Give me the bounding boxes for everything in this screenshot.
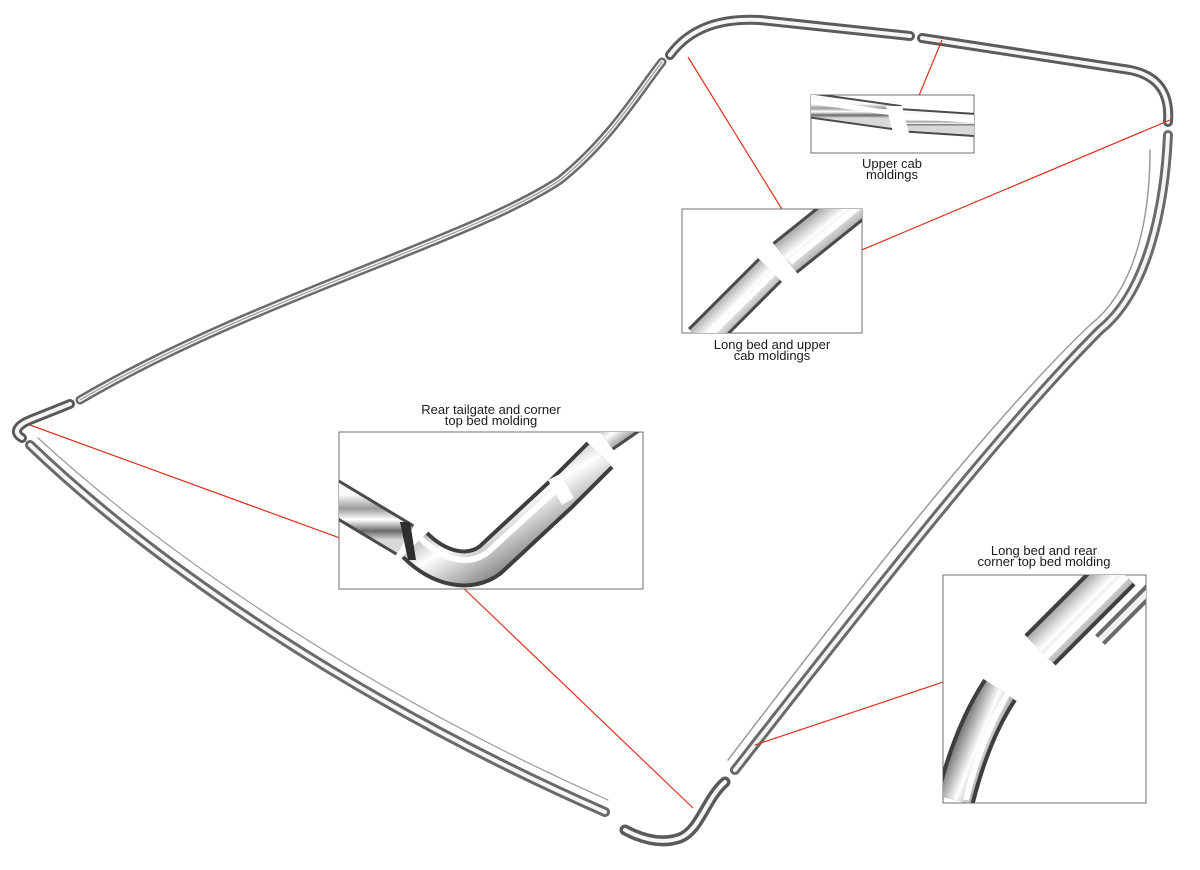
label-long-bed-rear-corner-line2: corner top bed molding	[977, 554, 1111, 569]
inset-long-bed-rear-corner	[942, 574, 1147, 804]
inset-upper-cab	[810, 94, 975, 154]
label-rear-tailgate-corner-line1: Rear tailgate and corner	[421, 402, 561, 417]
molding-frame	[12, 14, 1174, 847]
label-upper-cab-moldings: Upper cab moldings	[842, 156, 942, 182]
left-long-bed-molding	[75, 57, 667, 405]
label-long-bed-rear-corner: Long bed and rear corner top bed molding	[954, 543, 1134, 569]
inset-long-bed-upper-cab	[681, 208, 863, 334]
label-long-bed-upper-cab-line2: cab moldings	[733, 348, 811, 363]
label-long-bed-rear-corner-line1: Long bed and rear	[990, 543, 1098, 558]
label-upper-cab-line1: Upper cab	[862, 156, 922, 171]
label-long-bed-upper-cab: Long bed and upper cab moldings	[687, 337, 857, 363]
leader-rear-tailgate-corner-bottom	[454, 579, 694, 809]
label-rear-tailgate-corner: Rear tailgate and corner top bed molding	[391, 402, 591, 428]
leader-long-bed-upper-cab-left	[687, 56, 797, 233]
label-upper-cab-line2: moldings	[865, 167, 919, 182]
label-long-bed-upper-cab-line1: Long bed and upper	[713, 337, 831, 352]
label-rear-tailgate-corner-line2: top bed molding	[444, 413, 538, 428]
inset-rear-tailgate-corner	[338, 431, 644, 590]
